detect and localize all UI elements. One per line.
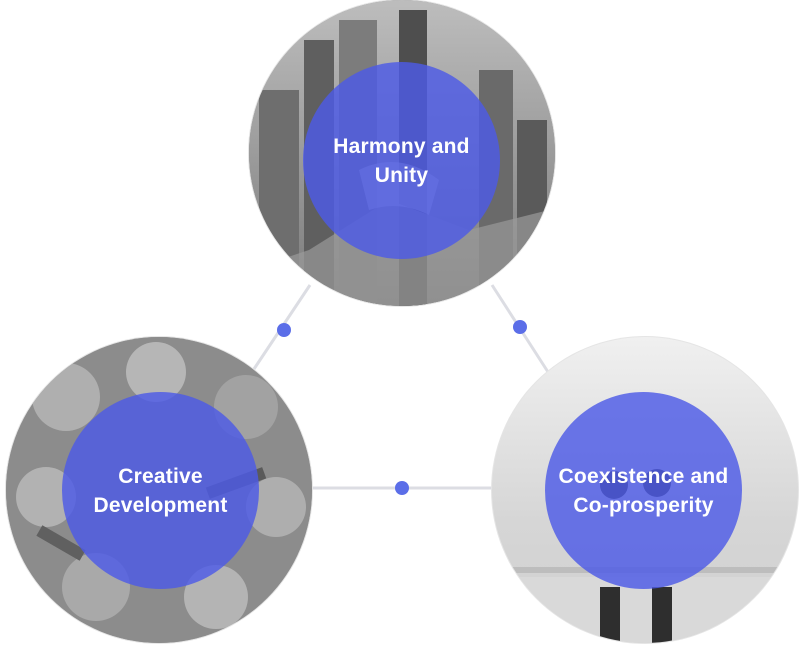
value-badge-creative: Creative Development (62, 392, 259, 589)
connector-dot-left (277, 323, 291, 337)
value-label-coexistence: Coexistence and Co-prosperity (558, 464, 729, 517)
connector-dot-bottom (395, 481, 409, 495)
value-label-harmony: Harmony and Unity (333, 134, 470, 187)
two-people-horizon-photo (492, 337, 798, 643)
value-label-creative: Creative Development (93, 464, 228, 517)
connector-dot-right (513, 320, 527, 334)
value-badge-coexistence: Coexistence and Co-prosperity (545, 392, 742, 589)
value-badge-harmony: Harmony and Unity (303, 62, 500, 259)
